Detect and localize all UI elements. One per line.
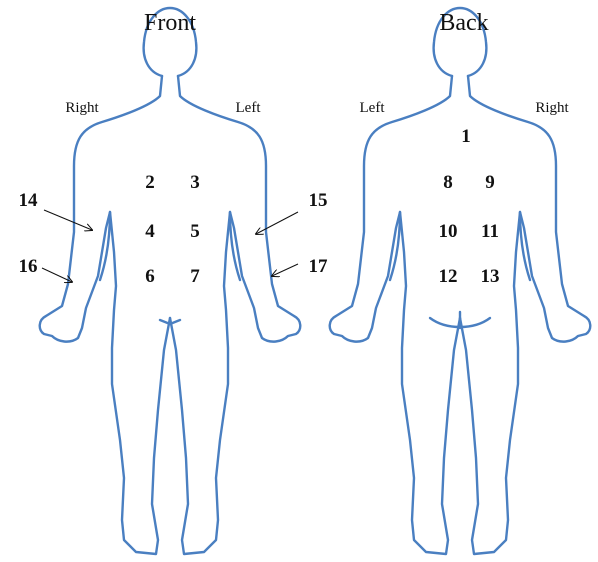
back-side-label-left: Left <box>360 100 386 116</box>
region-16-arrow <box>42 268 72 282</box>
region-8: 8 <box>443 172 453 193</box>
region-17-arrow <box>272 264 298 276</box>
region-7: 7 <box>190 266 200 287</box>
region-13: 13 <box>481 266 500 287</box>
region-11: 11 <box>481 221 499 242</box>
region-1: 1 <box>461 126 471 147</box>
region-14-arrow <box>44 210 92 230</box>
region-12: 12 <box>439 266 458 287</box>
region-6: 6 <box>145 266 155 287</box>
region-2: 2 <box>145 172 155 193</box>
region-9: 9 <box>485 172 495 193</box>
back-title: Back <box>439 10 488 36</box>
back-side-label-right: Right <box>535 100 569 116</box>
region-17: 17 <box>309 256 329 277</box>
region-4: 4 <box>145 221 155 242</box>
front-side-label-right: Right <box>65 100 99 116</box>
region-14: 14 <box>19 190 39 211</box>
region-16: 16 <box>19 256 38 277</box>
region-3: 3 <box>190 172 200 193</box>
back-figure <box>330 8 591 554</box>
region-5: 5 <box>190 221 200 242</box>
front-title: Front <box>144 10 196 36</box>
region-15-arrow <box>256 212 298 234</box>
front-figure <box>40 8 301 554</box>
region-10: 10 <box>439 221 458 242</box>
front-side-label-left: Left <box>236 100 262 116</box>
region-15: 15 <box>309 190 328 211</box>
